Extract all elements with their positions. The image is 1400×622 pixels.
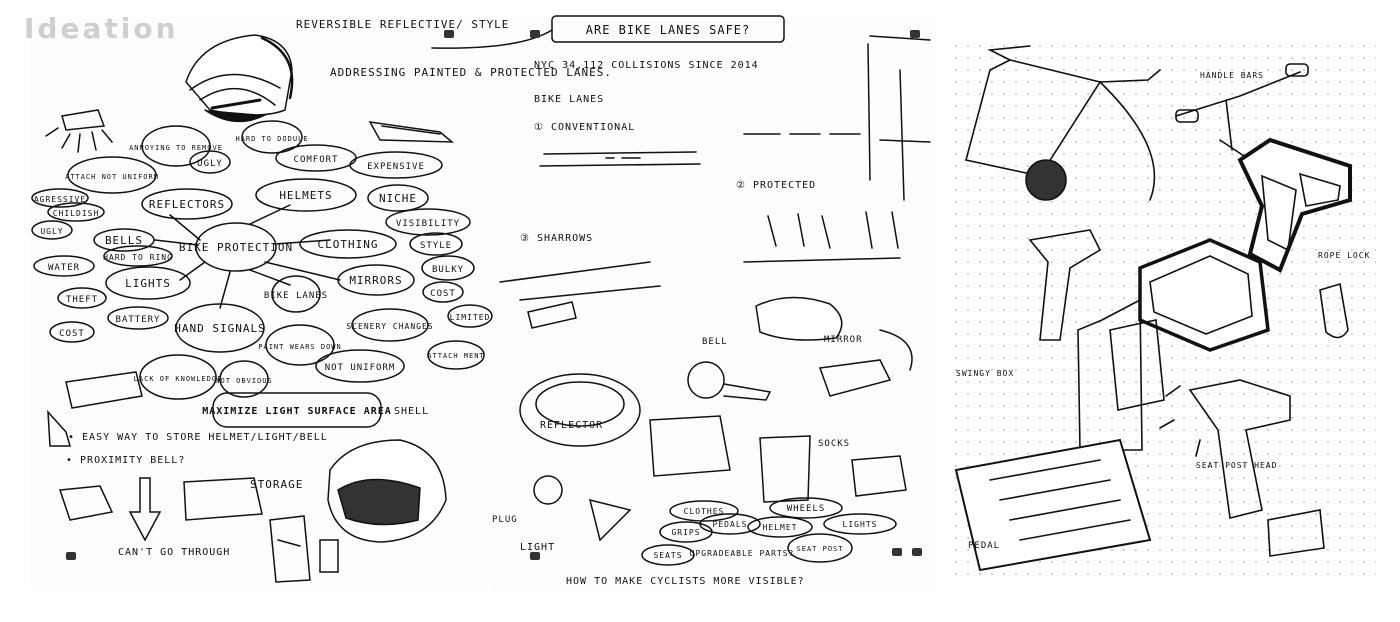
nyc-collisions: NYC 34,112 COLLISIONS SINCE 2014 bbox=[534, 60, 759, 71]
part-helmet: HELMET bbox=[763, 523, 798, 532]
node-childish: CHILDISH bbox=[53, 209, 100, 218]
reflector-label: REFLECTOR bbox=[540, 420, 603, 431]
upgradeable-parts: UPGRADEABLE PARTS? bbox=[690, 549, 795, 558]
mind-map-center-ellipse bbox=[195, 222, 277, 272]
node-bike-lanes: BIKE LANES bbox=[264, 291, 328, 301]
plug-label: PLUG bbox=[492, 515, 518, 525]
shell-label: SHELL bbox=[394, 406, 429, 417]
note-proximity-bell: • PROXIMITY BELL? bbox=[66, 455, 185, 466]
binder-dot bbox=[910, 30, 920, 38]
node-not-uniform: NOT UNIFORM bbox=[325, 363, 396, 373]
storage-label: STORAGE bbox=[250, 478, 303, 491]
bell-label: BELL bbox=[702, 337, 728, 347]
part-seats: SEATS bbox=[653, 551, 682, 560]
node-hard-to-dodule: HARD TO DODULE bbox=[235, 135, 308, 143]
node-style: STYLE bbox=[420, 241, 452, 251]
node-limited: LIMITED bbox=[450, 313, 491, 322]
node-hard-to-ring: HARD TO RING bbox=[103, 253, 173, 262]
node-ugly-1: UGLY bbox=[197, 159, 223, 169]
node-lack: LACK OF KNOWLEDGE bbox=[134, 375, 223, 383]
bike-lanes-label: BIKE LANES bbox=[534, 94, 604, 105]
part-lights: LIGHTS bbox=[843, 520, 878, 529]
helmet-sketch bbox=[185, 34, 294, 123]
maximize-note: MAXIMIZE LIGHT SURFACE AREA bbox=[202, 406, 392, 417]
node-agressive: AGRESSIVE bbox=[34, 195, 86, 204]
node-theft: THEFT bbox=[66, 295, 98, 305]
node-comfort: COMFORT bbox=[294, 155, 339, 165]
binder-dot bbox=[66, 552, 76, 560]
node-mirrors: MIRRORS bbox=[349, 274, 402, 287]
cant-go-through: CAN'T GO THROUGH bbox=[118, 547, 230, 558]
binder-dot bbox=[444, 30, 454, 38]
node-cost-2: COST bbox=[59, 329, 85, 339]
node-water: WATER bbox=[48, 263, 80, 273]
light-label: LIGHT bbox=[520, 542, 555, 553]
reflector-strip-sketch bbox=[368, 121, 455, 143]
conventional-label: ① CONVENTIONAL bbox=[534, 122, 635, 133]
addressing-note: ADDRESSING PAINTED & PROTECTED LANES. bbox=[330, 66, 612, 79]
binder-dot bbox=[530, 552, 540, 560]
handle-bars-label: HANDLE BARS bbox=[1200, 71, 1264, 80]
node-ugly-2: UGLY bbox=[40, 227, 63, 236]
node-annoying: ANNOYING TO REMOVE bbox=[129, 144, 223, 152]
node-cost-1: COST bbox=[430, 289, 456, 299]
node-scenery: SCENERY CHANGES bbox=[346, 322, 433, 331]
page-title: Ideation bbox=[24, 12, 179, 45]
protected-label: ② PROTECTED bbox=[736, 180, 816, 191]
part-clothes: CLOTHES bbox=[684, 507, 725, 516]
node-helmets: HELMETS bbox=[279, 189, 332, 202]
helmet-note: REVERSIBLE REFLECTIVE/ STYLE bbox=[296, 18, 509, 31]
binder-dot bbox=[912, 548, 922, 556]
node-not-obvious: NOT OBVIOUS bbox=[215, 377, 272, 385]
socks-label: SOCKS bbox=[818, 439, 850, 449]
swingy-box-label: SWINGY BOX bbox=[956, 369, 1014, 378]
question-heading: ARE BIKE LANES SAFE? bbox=[586, 23, 751, 37]
node-bulky: BULKY bbox=[432, 265, 464, 275]
mirror-label: MIRROR bbox=[824, 335, 863, 345]
node-reflectors: REFLECTORS bbox=[149, 198, 225, 211]
node-hand-signals: HAND SIGNALS bbox=[174, 322, 265, 335]
node-battery: BATTERY bbox=[116, 315, 161, 325]
node-attach-ment: ATTACH MENT bbox=[427, 352, 484, 360]
note-easy-storage: • EASY WAY TO STORE HELMET/LIGHT/BELL bbox=[68, 432, 328, 443]
node-lights: LIGHTS bbox=[125, 277, 171, 290]
part-grips: GRIPS bbox=[671, 528, 700, 537]
part-wheels: WHEELS bbox=[787, 504, 826, 514]
binder-dot bbox=[892, 548, 902, 556]
node-clothing: CLOTHING bbox=[318, 238, 379, 251]
light-sketch bbox=[45, 109, 113, 153]
node-attach: ATTACH NOT UNIFORM bbox=[65, 173, 159, 181]
node-center: BIKE PROTECTION bbox=[179, 241, 293, 254]
node-visibility: VISIBILITY bbox=[396, 219, 460, 229]
rope-lock-label: ROPE LOCK bbox=[1318, 251, 1370, 260]
node-bells: BELLS bbox=[105, 234, 143, 247]
seat-post-head-label: SEAT POST HEAD bbox=[1196, 461, 1277, 470]
node-expensive: EXPENSIVE bbox=[367, 162, 425, 172]
part-seat-post: SEAT POST bbox=[797, 545, 844, 553]
node-niche: NICHE bbox=[379, 192, 417, 205]
how-to-make-visible: HOW TO MAKE CYCLISTS MORE VISIBLE? bbox=[566, 576, 805, 587]
pedal-label: PEDAL bbox=[968, 541, 1000, 551]
node-paint: PAINT WEARS DOWN bbox=[258, 343, 341, 351]
binder-dot bbox=[530, 30, 540, 38]
part-pedals: PEDALS bbox=[713, 520, 748, 529]
sharrows-label: ③ SHARROWS bbox=[520, 233, 593, 244]
